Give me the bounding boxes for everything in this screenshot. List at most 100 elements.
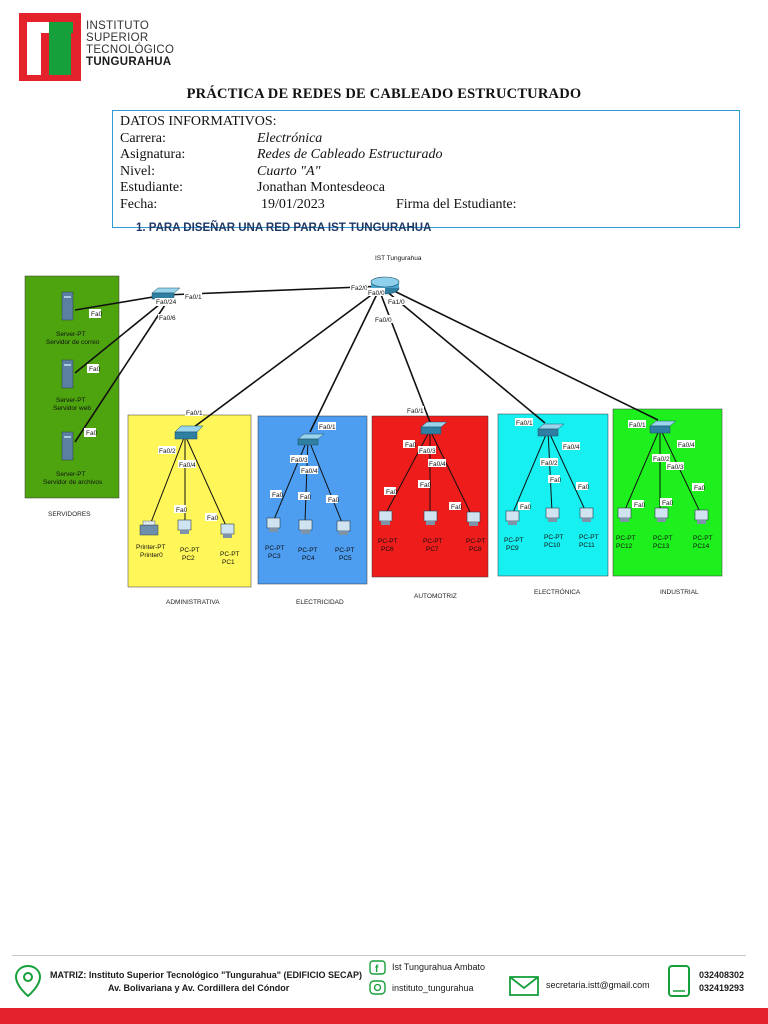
port-label: Fa0/1 <box>407 408 424 415</box>
pc-icon <box>336 520 351 535</box>
device-name: PC7 <box>426 546 439 553</box>
device-type: PC-PT <box>693 535 713 542</box>
logo-line: SUPERIOR <box>86 32 149 44</box>
location-pin-icon <box>14 964 42 998</box>
pc-icon <box>694 509 709 524</box>
info-label: Carrera: <box>120 130 166 146</box>
device-name: PC6 <box>381 546 394 553</box>
device-name: PC8 <box>469 546 482 553</box>
port-label: Fa0 <box>86 430 98 437</box>
port-label: Fa0 <box>176 507 188 514</box>
server-icon <box>61 431 74 461</box>
server-icon <box>61 359 74 389</box>
port-label: Fa0 <box>420 482 432 489</box>
info-row: Asignatura: Redes de Cableado Estructura… <box>120 147 732 164</box>
phone-icon <box>668 965 690 997</box>
access-links <box>149 427 702 529</box>
server-name: Servidor web <box>53 405 91 412</box>
section-heading: 1. PARA DISEÑAR UNA RED PARA IST TUNGURA… <box>136 222 432 234</box>
device-type: PC-PT <box>220 551 240 558</box>
pc-icon <box>579 507 594 522</box>
device-name: Printer0 <box>140 552 163 559</box>
port-label: Fa0 <box>451 504 463 511</box>
port-label: Fa0/3 <box>667 464 684 471</box>
server-icon <box>61 291 74 321</box>
port-label: Fa0/1 <box>185 294 202 301</box>
footer-phone: 032408302 <box>699 970 745 980</box>
zone-label: ADMINISTRATIVA <box>166 599 220 606</box>
port-label: Fa0 <box>520 504 532 511</box>
device-name: PC14 <box>693 543 710 550</box>
zone-label: INDUSTRIAL <box>660 589 699 596</box>
facebook-icon: f <box>369 960 386 975</box>
device-name: PC1 <box>222 559 235 566</box>
pc-icon <box>505 510 520 525</box>
logo-line: INSTITUTO <box>86 20 150 32</box>
pc-icon <box>545 507 560 522</box>
device-name: PC13 <box>653 543 670 550</box>
device-name: PC5 <box>339 555 352 562</box>
port-label: Fa0/0 <box>368 290 385 297</box>
pc-icon <box>177 519 192 534</box>
port-label: Fa0/4 <box>301 468 318 475</box>
port-label: Fa0 <box>207 515 219 522</box>
info-label: Fecha: <box>120 196 158 212</box>
signature-label: Firma del Estudiante: <box>396 196 517 212</box>
footer-facebook: Ist Tungurahua Ambato <box>392 962 486 972</box>
port-label: Fa0/4 <box>429 461 446 468</box>
info-value: Electrónica <box>257 130 323 146</box>
port-label: Fa0 <box>328 497 340 504</box>
port-label: Fa0 <box>272 492 284 499</box>
switch-icon <box>537 423 565 437</box>
device-name: PC9 <box>506 545 519 552</box>
pc-icon <box>466 511 481 526</box>
logo-line: TUNGURAHUA <box>86 56 172 68</box>
info-value: Redes de Cableado Estructurado <box>257 147 443 162</box>
info-row: Carrera: Electrónica <box>120 131 732 148</box>
port-label: Fa0/0 <box>375 317 392 324</box>
device-name: PC3 <box>268 553 281 560</box>
zone-label: ELECTRICIDAD <box>296 599 344 606</box>
port-label: Fa0/4 <box>563 444 580 451</box>
switch-icon <box>297 433 325 446</box>
port-label: Fa0/2 <box>541 460 558 467</box>
footer-address: Av. Bolivariana y Av. Cordillera del Cón… <box>108 983 290 993</box>
info-row: Nivel: Cuarto "A" <box>120 164 732 181</box>
device-name: PC10 <box>544 542 561 549</box>
switch-icon <box>649 420 677 434</box>
server-type: Server-PT <box>56 471 86 478</box>
port-label: Fa0 <box>300 494 312 501</box>
port-label: Fa0 <box>89 366 101 373</box>
port-label: Fa0/4 <box>179 462 196 469</box>
info-value: Jonathan Montesdeoca <box>257 180 385 195</box>
port-label: Fa0 <box>550 477 562 484</box>
port-label: Fa0/1 <box>516 420 533 427</box>
device-name: PC11 <box>579 542 595 549</box>
zone-industrial <box>612 408 723 577</box>
server-type: Server-PT <box>56 331 86 338</box>
router-label: IST Tungurahua <box>375 255 422 262</box>
port-label: Fa0/3 <box>291 457 308 464</box>
pc-icon <box>378 510 393 525</box>
device-type: PC-PT <box>616 535 636 542</box>
printer-icon <box>139 520 159 536</box>
zone-administrativa <box>127 414 252 588</box>
info-label: Nivel: <box>120 163 155 179</box>
port-label: Fa0 <box>578 484 590 491</box>
info-heading: DATOS INFORMATIVOS: <box>120 114 277 129</box>
email-icon <box>509 976 539 996</box>
info-row: Estudiante: Jonathan Montesdeoca <box>120 180 732 197</box>
port-label: Fa0 <box>662 500 674 507</box>
network-diagram-svg: IST Tungurahua Server-PT Servidor de cor… <box>24 255 723 606</box>
info-row: Fecha: 19/01/2023 Firma del Estudiante: <box>120 197 732 214</box>
server-name: Servidor de correo <box>46 339 100 346</box>
port-label: Fa0/3 <box>419 448 436 455</box>
pc-icon <box>298 519 313 534</box>
institute-logo <box>19 13 81 81</box>
pc-icon <box>220 523 235 538</box>
pc-icon <box>423 510 438 525</box>
svg-text:f: f <box>375 964 379 975</box>
footer-divider <box>12 955 746 956</box>
server-type: Server-PT <box>56 397 86 404</box>
info-value: 19/01/2023 <box>261 196 325 212</box>
